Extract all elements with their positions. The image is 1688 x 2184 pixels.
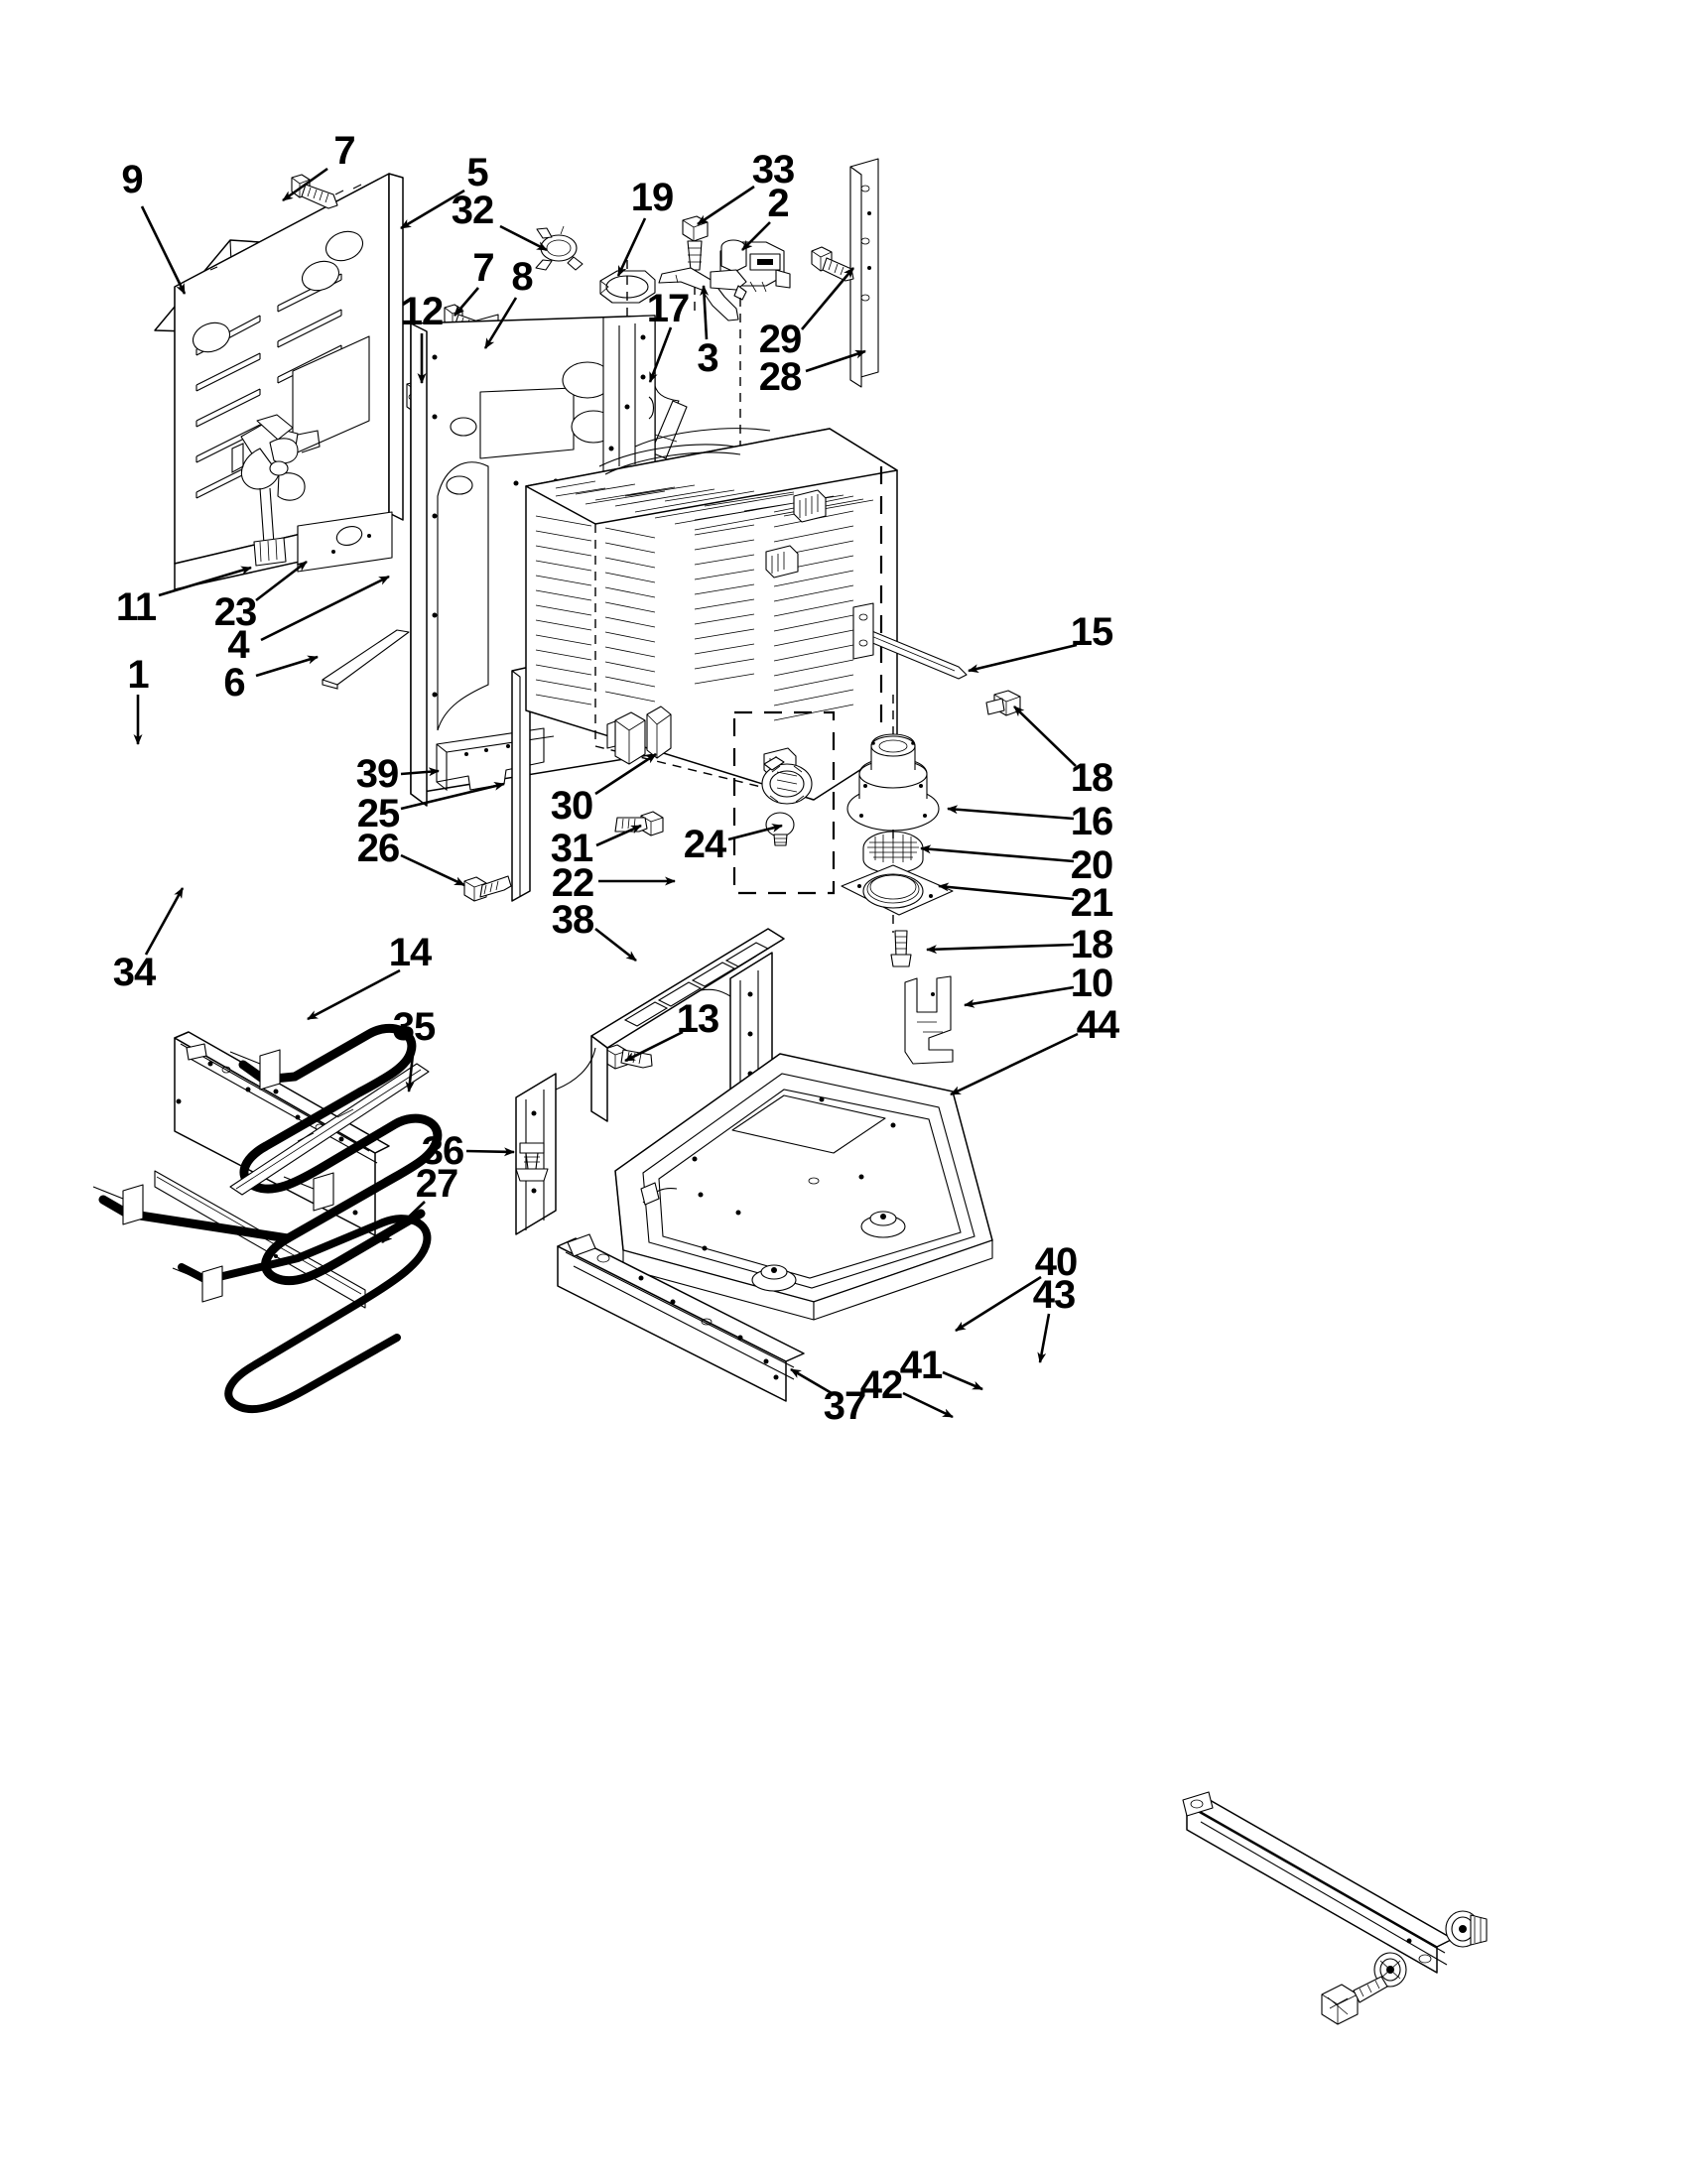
part-4-bracket: [297, 511, 393, 573]
part-37-cross-rail: [557, 1233, 805, 1402]
callout-number-30[interactable]: 30: [550, 784, 593, 828]
callout-number-11[interactable]: 11: [115, 585, 157, 629]
callout-number-36[interactable]: 36: [421, 1129, 464, 1173]
part-26-screw: [463, 875, 512, 902]
callout-number-9[interactable]: 9: [121, 158, 143, 201]
part-6-trim-strip: [322, 629, 410, 690]
callout-number-21[interactable]: 21: [1070, 881, 1113, 925]
callout-number-26[interactable]: 26: [356, 827, 400, 870]
part-35-slide-rail: [229, 1063, 430, 1196]
part-20-fan-blade: [862, 830, 924, 889]
callout-number-41[interactable]: 41: [899, 1344, 943, 1387]
callout-number-14[interactable]: 14: [388, 931, 432, 974]
callout-number-12[interactable]: 12: [400, 290, 444, 333]
callout-number-18b[interactable]: 18: [1070, 923, 1113, 966]
callout-number-4[interactable]: 4: [227, 623, 249, 667]
callout-number-39[interactable]: 39: [355, 752, 399, 796]
part-7-hex-screw-a: [291, 174, 338, 209]
part-36-leveling-leg: [515, 1142, 549, 1182]
part-21-fan-cover-plate: [841, 864, 954, 933]
callout-number-1[interactable]: 1: [127, 653, 149, 697]
callout-number-28[interactable]: 28: [758, 355, 802, 399]
callout-number-33[interactable]: 33: [751, 148, 795, 192]
part-42-screw: [1321, 1976, 1388, 2025]
callout-number-5[interactable]: 5: [466, 151, 488, 194]
part-43-roller: [1445, 1910, 1488, 1948]
callout-number-18a[interactable]: 18: [1070, 756, 1113, 800]
callout-number-3[interactable]: 3: [697, 336, 718, 380]
callout-number-19[interactable]: 19: [630, 176, 674, 219]
part-22-light-socket: [761, 756, 813, 805]
callout-number-43[interactable]: 43: [1032, 1273, 1076, 1317]
callout-number-6[interactable]: 6: [223, 661, 245, 705]
callout-number-44[interactable]: 44: [1076, 1003, 1119, 1047]
pan-foot-boss: [860, 1211, 906, 1238]
callout-number-27[interactable]: 27: [415, 1162, 458, 1206]
part-16-fan-motor: [846, 695, 940, 832]
part-3-lever-arm: [658, 267, 739, 321]
part-32-clamp: [535, 225, 584, 271]
part-11-fan-motor: [231, 414, 321, 567]
part-2-valve-assembly: [710, 239, 791, 516]
callout-number-15[interactable]: 15: [1070, 610, 1113, 654]
callout-number-10[interactable]: 10: [1070, 962, 1113, 1005]
part-31-screw: [614, 811, 664, 836]
callout-number-13[interactable]: 13: [676, 997, 719, 1041]
part-18-screw-upper: [985, 690, 1021, 716]
part-25-post: [511, 666, 531, 902]
part-13-screw: [604, 1044, 653, 1070]
callout-number-29[interactable]: 29: [758, 318, 802, 361]
callout-number-23[interactable]: 23: [213, 590, 257, 634]
callout-number-25[interactable]: 25: [356, 792, 400, 835]
part-44-bottom-pan: [614, 1053, 993, 1321]
callout-number-34[interactable]: 34: [112, 951, 156, 994]
callout-number-32[interactable]: 32: [451, 189, 494, 232]
part-10-hook-bracket: [904, 975, 954, 1065]
callout-number-7b[interactable]: 7: [472, 246, 494, 290]
part-15-rack-rail: [852, 602, 968, 680]
pan-foot-boss-2: [751, 1264, 797, 1292]
part-30-rack-guide: [606, 706, 672, 765]
part-40-drawer-slide: [1182, 1791, 1454, 1974]
callout-number-31[interactable]: 31: [550, 827, 593, 870]
part-28-rear-rail: [849, 158, 879, 388]
callout-number-38[interactable]: 38: [551, 898, 594, 942]
callout-number-2[interactable]: 2: [767, 182, 789, 225]
callout-number-7a[interactable]: 7: [333, 129, 355, 173]
callout-number-35[interactable]: 35: [392, 1005, 436, 1049]
callout-number-22[interactable]: 22: [551, 861, 594, 905]
part-29-screw: [811, 246, 854, 282]
part-18-screw-lower: [890, 930, 912, 967]
callout-number-42[interactable]: 42: [859, 1363, 903, 1407]
callout-number-20[interactable]: 20: [1070, 843, 1113, 887]
callout-number-24[interactable]: 24: [683, 823, 726, 866]
oven-cavity: [525, 428, 898, 801]
callout-number-16[interactable]: 16: [1070, 800, 1113, 843]
callout-number-8[interactable]: 8: [511, 255, 533, 299]
callout-number-17[interactable]: 17: [646, 287, 690, 330]
callout-number-40[interactable]: 40: [1034, 1240, 1078, 1284]
callout-number-37[interactable]: 37: [823, 1384, 866, 1428]
